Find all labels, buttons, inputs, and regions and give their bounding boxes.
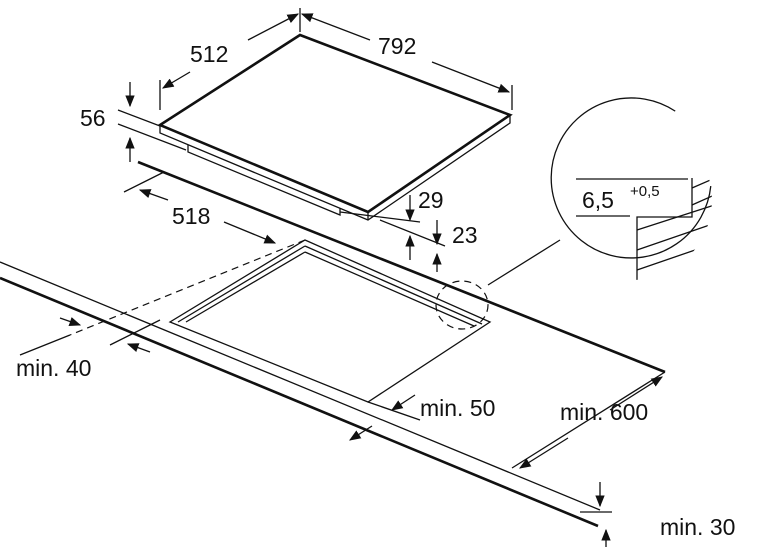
label-hob-depth: 512 bbox=[190, 41, 228, 67]
label-hob-height: 56 bbox=[80, 105, 106, 131]
worktop bbox=[0, 160, 666, 528]
cutout bbox=[168, 239, 561, 403]
label-cutout-depth: 518 bbox=[172, 203, 210, 229]
label-worktop-thickness: 23 bbox=[452, 222, 478, 248]
hob bbox=[157, 33, 513, 221]
label-min-40: min. 40 bbox=[16, 355, 91, 381]
label-min-30: min. 30 bbox=[660, 514, 735, 540]
label-min-50: min. 50 bbox=[420, 395, 495, 421]
hob-dimensions bbox=[117, 8, 513, 272]
label-hob-width: 792 bbox=[378, 33, 416, 59]
label-min-600: min. 600 bbox=[560, 399, 648, 425]
label-detail-value: 6,5 bbox=[582, 187, 614, 213]
worktop-dimensions bbox=[19, 317, 663, 547]
label-detail-tolerance: +0,5 bbox=[630, 183, 660, 200]
label-under-height: 29 bbox=[418, 187, 444, 213]
